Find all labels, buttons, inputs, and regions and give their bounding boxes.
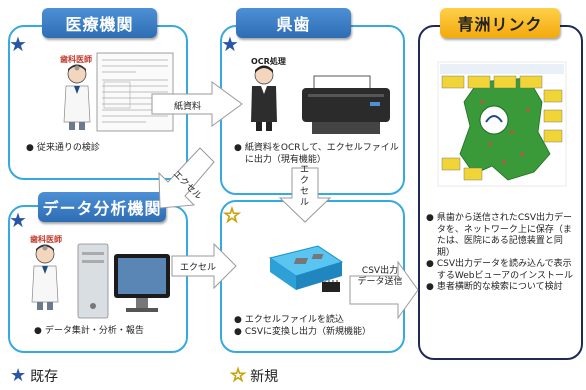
csv-arrow-label: CSV出力 データ送信 bbox=[357, 266, 403, 287]
printer-icon bbox=[302, 75, 390, 134]
excel-horizontal-arrow bbox=[171, 242, 237, 290]
doctor-icon bbox=[31, 244, 59, 310]
aoshu-bullet-1: 県歯から送信されたCSV出力データを、ネットワーク上に保存（または、医院にある記… bbox=[436, 213, 573, 258]
hospital-doctor-label: 歯科医師 bbox=[60, 55, 92, 64]
excel-diagonal-arrow bbox=[158, 147, 215, 209]
new-star-icon: ☆ bbox=[223, 203, 242, 227]
new-system-caption: ●エクセルファイルを読込 ●CSVに変換し出力（新規機能） bbox=[234, 315, 372, 337]
analysis-caption: ●データ集計・分析・報告 bbox=[34, 326, 144, 336]
analysis-bullet: データ集計・分析・報告 bbox=[44, 326, 144, 336]
paper-arrow-label: 紙資料 bbox=[174, 102, 202, 112]
paper-arrow bbox=[151, 81, 243, 127]
legend-new-label: 新規 bbox=[250, 369, 279, 385]
doctor-icon bbox=[63, 64, 91, 130]
legend-existing-label: 既存 bbox=[30, 369, 59, 385]
aoshu-title: 青洲リンク bbox=[440, 8, 560, 38]
ocr-label: OCR処理 bbox=[251, 57, 286, 66]
prefecture-caption: ●紙資料をOCRして、エクセルファイルに出力（現有機能） bbox=[234, 143, 399, 165]
aoshu-map-screenshot bbox=[437, 61, 567, 187]
analysis-title: データ分析機関 bbox=[38, 192, 166, 222]
existing-star-icon: ★ bbox=[10, 365, 27, 386]
hospital-caption: ●従来通りの検診 bbox=[26, 143, 100, 153]
legend-existing: ★ 既存 bbox=[10, 366, 58, 386]
aoshu-bullet-3: 患者横断的な検索について検討 bbox=[436, 282, 563, 292]
new-system-bullet-1: エクセルファイルを読込 bbox=[244, 315, 344, 325]
excel-vertical-arrow-label: エクセル bbox=[300, 165, 310, 208]
office-worker-icon bbox=[251, 65, 277, 131]
aoshu-caption: ●県歯から送信されたCSV出力データを、ネットワーク上に保存（または、医院にある… bbox=[426, 213, 576, 294]
prefecture-title: 県歯 bbox=[236, 8, 351, 38]
analysis-doctor-label: 歯科医師 bbox=[30, 235, 62, 244]
aoshu-bullet-2: CSV出力データを読み込んで表示するWebビューアのインストール bbox=[436, 259, 573, 281]
hospital-bullet: 従来通りの検診 bbox=[36, 143, 100, 153]
new-system-bullet-2: CSVに変換し出力（新規機能） bbox=[244, 327, 372, 337]
existing-star-icon: ★ bbox=[9, 32, 27, 56]
existing-star-icon: ★ bbox=[221, 32, 239, 56]
legend-new: ☆ 新規 bbox=[229, 365, 279, 386]
new-star-icon: ☆ bbox=[229, 365, 247, 386]
prefecture-bullet: 紙資料をOCRして、エクセルファイルに出力（現有機能） bbox=[244, 143, 399, 165]
existing-star-icon: ★ bbox=[9, 208, 27, 232]
single-board-computer-icon bbox=[268, 245, 344, 292]
excel-vertical-arrow bbox=[278, 167, 332, 223]
csv-arrow bbox=[349, 260, 419, 320]
hospital-title: 医療機関 bbox=[42, 8, 157, 38]
computer-icon bbox=[77, 243, 170, 319]
paper-document-icon bbox=[96, 52, 174, 132]
excel-horizontal-arrow-label: エクセル bbox=[180, 263, 217, 273]
